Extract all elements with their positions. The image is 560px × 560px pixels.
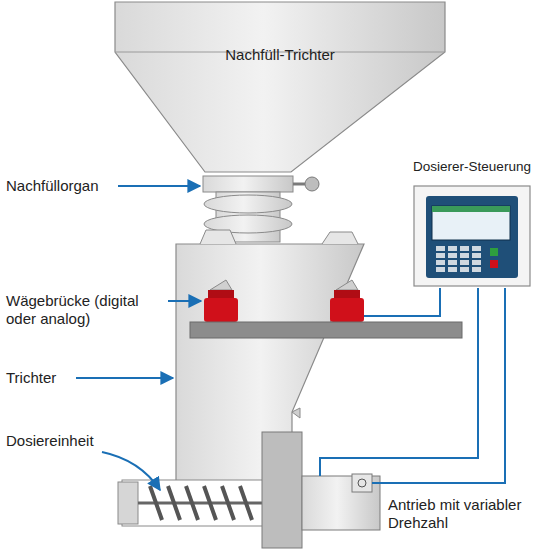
keypad-key bbox=[472, 260, 481, 265]
signal-wire bbox=[364, 288, 440, 316]
screw-tube bbox=[122, 480, 264, 526]
leader-arrow bbox=[118, 185, 200, 187]
keypad-key bbox=[460, 246, 469, 251]
signal-wire bbox=[372, 288, 505, 483]
controller-housing bbox=[414, 186, 530, 286]
controller-screen bbox=[432, 206, 510, 240]
keypad-key bbox=[460, 267, 469, 272]
load-support bbox=[210, 280, 358, 290]
keypad-key bbox=[436, 260, 445, 265]
screw-flight bbox=[150, 486, 252, 520]
part-label: Trichter bbox=[6, 369, 76, 387]
hopper-outline bbox=[115, 2, 445, 172]
load-cell-cap bbox=[334, 290, 360, 298]
leader-arrow bbox=[76, 377, 173, 379]
controller-panel bbox=[426, 196, 518, 278]
load-cell bbox=[330, 298, 364, 322]
refill-hopper: Nachfüll-Trichter bbox=[113, 0, 447, 176]
leader-arrow bbox=[168, 300, 201, 302]
part-label: Nachfüllorgan bbox=[6, 177, 118, 195]
stop-key bbox=[490, 260, 498, 268]
part-label: Wägebrücke (digital oder analog) bbox=[6, 292, 166, 328]
terminal-box bbox=[352, 474, 372, 492]
hopper-bracket bbox=[292, 408, 300, 418]
keypad-key bbox=[448, 253, 457, 258]
keypad-key bbox=[472, 253, 481, 258]
weigh-bridge-bar bbox=[190, 322, 462, 338]
keypad-key bbox=[436, 253, 445, 258]
keypad-key bbox=[436, 267, 445, 272]
feeder-controller: Dosierer-Steuerung bbox=[406, 156, 538, 288]
screen-bar bbox=[432, 206, 510, 212]
start-key bbox=[490, 248, 498, 256]
part-label: Dosiereinheit bbox=[6, 432, 116, 450]
part-label: Antrieb mit variabler Drehzahl bbox=[388, 496, 534, 532]
tube-end-cap bbox=[118, 482, 138, 524]
node-outline bbox=[406, 156, 538, 288]
keypad-key bbox=[436, 246, 445, 251]
terminal-gland bbox=[358, 479, 366, 487]
keypad-key bbox=[448, 267, 457, 272]
refill-valve bbox=[203, 176, 293, 192]
leader-arrow bbox=[102, 452, 160, 490]
controller-heading: Dosierer-Steuerung bbox=[406, 158, 538, 176]
gearbox bbox=[262, 432, 302, 548]
keypad-key bbox=[448, 260, 457, 265]
keypad-key bbox=[448, 246, 457, 251]
keypad-key bbox=[472, 246, 481, 251]
valve-knob bbox=[305, 177, 319, 191]
shape-title: Nachfüll-Trichter bbox=[113, 46, 447, 64]
bellows-fold bbox=[204, 195, 292, 213]
valve-handle bbox=[293, 183, 305, 186]
keypad-key bbox=[460, 253, 469, 258]
load-cell-cap bbox=[208, 290, 234, 298]
node-outline bbox=[113, 0, 447, 176]
signal-wire bbox=[320, 288, 478, 476]
keypad-key bbox=[472, 267, 481, 272]
keypad-key bbox=[460, 260, 469, 265]
hopper-rim bbox=[200, 230, 358, 244]
load-cell bbox=[204, 298, 238, 322]
